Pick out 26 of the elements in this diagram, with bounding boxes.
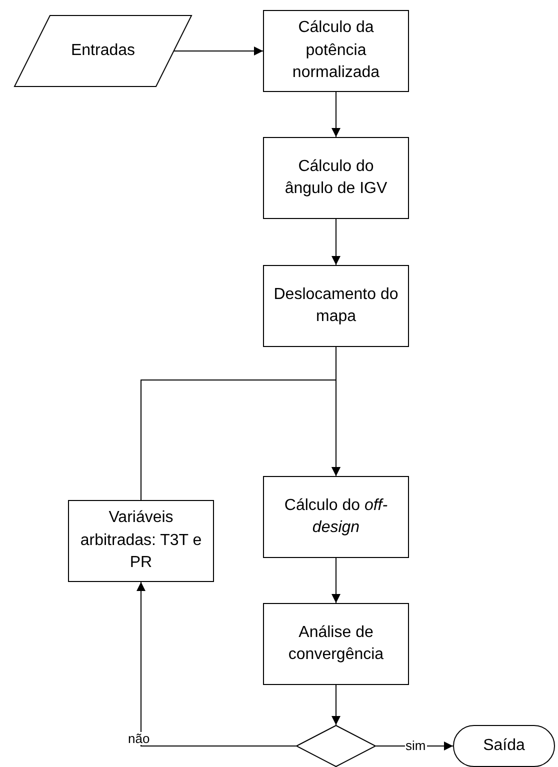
node-label: Análise de convergência [287, 622, 385, 665]
node-label: Cálculo da potência normalizada [291, 18, 381, 84]
terminal-shape [453, 725, 555, 767]
process-box [263, 265, 409, 347]
process-box [263, 10, 409, 92]
node-label: Cálculo do off-design [283, 496, 389, 538]
edge-label: sim [404, 739, 427, 752]
arrow [136, 582, 296, 746]
process-box [263, 137, 409, 219]
edge-label: não [127, 732, 151, 745]
process-box [263, 476, 409, 558]
decision-diamond [296, 725, 376, 767]
node-label: Cálculo do ângulo de IGV [284, 156, 388, 199]
arrow [332, 558, 340, 604]
arrow [174, 46, 264, 56]
node-label: Entradas [70, 40, 136, 61]
arrow [332, 218, 340, 266]
node-label: Variáveis arbitradas: T3T e PR [79, 508, 203, 574]
process-box [68, 500, 214, 582]
process-box [263, 603, 409, 685]
node-label: Saída [483, 736, 525, 756]
arrow [332, 684, 340, 726]
arrow [140, 380, 340, 500]
input-parallelogram [14, 15, 192, 87]
arrow [332, 92, 340, 138]
node-label: Deslocamento do mapa [273, 284, 399, 327]
